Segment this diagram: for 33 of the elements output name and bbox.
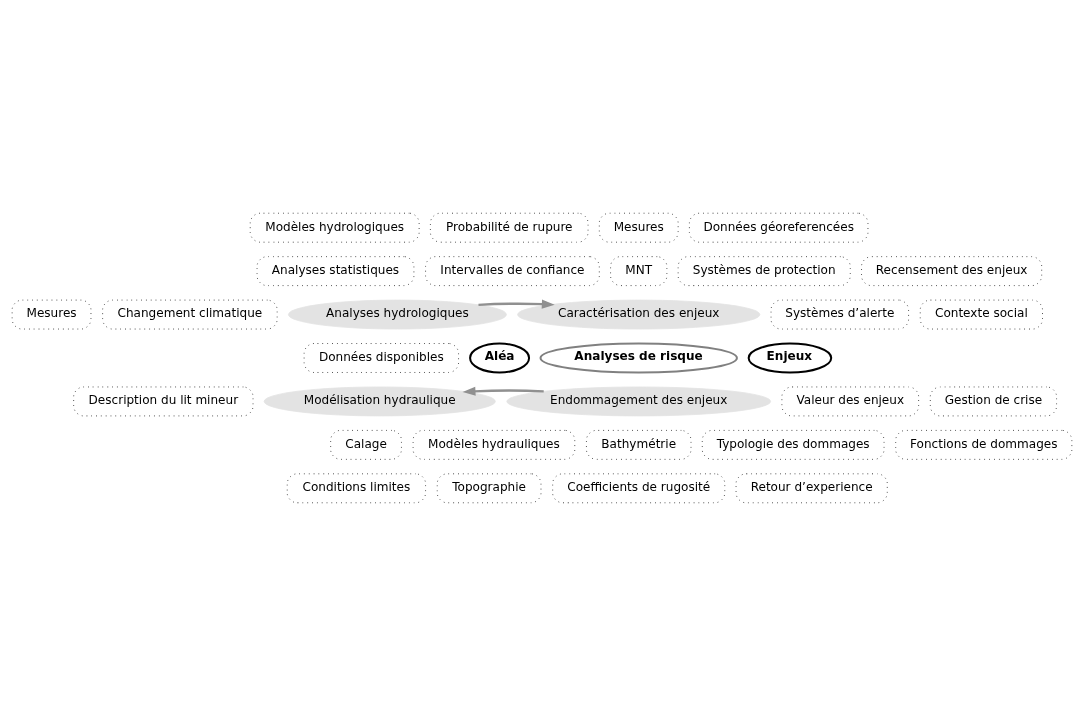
node-ellipse: Endommagement des enjeux (506, 386, 771, 417)
arrow (478, 299, 555, 309)
node-box: Topographie (436, 473, 542, 504)
node-box: Valeur des enjeux (781, 386, 920, 417)
node-box: Fonctions de dommages (895, 430, 1073, 460)
node-box: Intervalles de confiance (425, 256, 600, 286)
node-ellipse: Analyses hydrologiques (288, 299, 507, 330)
node-ellipse: Aléa (469, 342, 531, 374)
node-box: Gestion de crise (929, 386, 1057, 417)
node-box: Modèles hydrologiques (249, 212, 420, 243)
node-box: Probabilité de rupure (430, 212, 589, 243)
node-box: Systèmes de protection (677, 256, 851, 286)
node-box: Description du lit mineur (73, 386, 254, 417)
node-box: Coefficients de rugosité (552, 473, 726, 504)
node-box: Modèles hydrauliques (412, 430, 576, 460)
node-box: MNT (610, 256, 668, 286)
node-box: Retour d’experience (735, 473, 888, 504)
node-box: Analyses statistiques (256, 256, 415, 286)
node-box: Conditions limites (286, 473, 426, 504)
node-box: Calage (330, 430, 402, 460)
node-box: Bathymétrie (586, 430, 692, 460)
node-box: Données géoreferencées (689, 212, 869, 243)
node-box: Mesures (598, 212, 679, 243)
node-box: Systèmes d’alerte (770, 299, 909, 330)
node-box: Recensement des enjeux (861, 256, 1043, 286)
node-box: Typologie des dommages (701, 430, 885, 460)
node-box: Contexte social (919, 299, 1043, 330)
node-box: Données disponibles (303, 343, 459, 373)
arrow (462, 386, 544, 396)
node-ellipse: Analyses de risque (539, 342, 738, 374)
node-box: Mesures (11, 299, 92, 330)
node-ellipse: Enjeux (747, 342, 833, 374)
node-box: Changement climatique (102, 299, 278, 330)
